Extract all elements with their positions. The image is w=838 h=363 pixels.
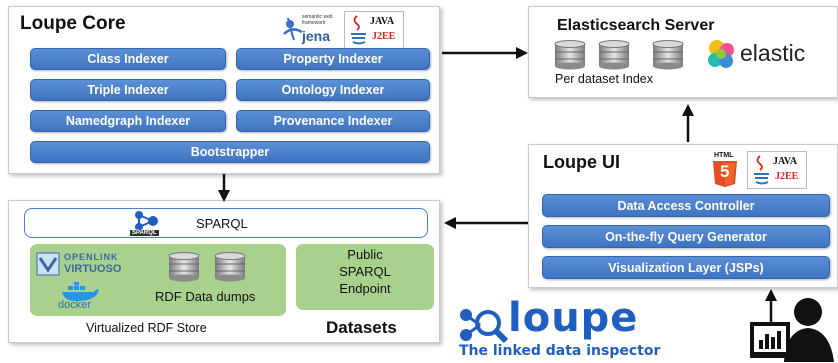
- loupe-tagline: The linked data inspector: [459, 343, 661, 359]
- rdf-dump-database-icon-2: [214, 252, 246, 282]
- j2ee-label-ui: J2EE: [775, 171, 799, 182]
- java-cup-icon: [754, 155, 769, 185]
- sparql-node-icon: [135, 211, 158, 231]
- virtualized-rdf-store-caption: Virtualized RDF Store: [86, 321, 207, 335]
- sparql-logo-text: SPARQL: [130, 230, 159, 236]
- rdf-dump-database-icon-1: [168, 252, 200, 282]
- java-logo-ui: JAVA J2EE: [747, 151, 807, 189]
- provenance-indexer-button[interactable]: Provenance Indexer: [236, 110, 430, 132]
- docker-logo: docker: [54, 282, 114, 312]
- html5-shield-icon: [713, 161, 737, 187]
- namedgraph-indexer-button[interactable]: Namedgraph Indexer: [30, 110, 226, 132]
- jena-feather-icon: [283, 17, 303, 41]
- rdf-data-dumps-label: RDF Data dumps: [155, 289, 256, 304]
- virtuoso-logo: OPENLINK VIRTUOSO: [36, 252, 146, 278]
- magnifier-molecule-icon: [460, 309, 509, 344]
- html5-logo: HTML 5: [712, 152, 740, 188]
- html5-label: HTML: [714, 152, 734, 159]
- jena-tagline: semantic web framework: [302, 14, 333, 26]
- loupe-wordmark: loupe: [508, 295, 639, 341]
- docker-label: docker: [58, 299, 92, 311]
- elastic-logo-icon: [708, 40, 734, 68]
- user-computer-icon: [750, 298, 834, 362]
- bootstrapper-button[interactable]: Bootstrapper: [30, 141, 430, 163]
- java-logo-core: JAVA J2EE: [344, 11, 404, 49]
- sparql-logo: SPARQL: [129, 209, 163, 238]
- java-label-ui: JAVA: [773, 156, 798, 167]
- index-database-icon-2: [598, 40, 630, 70]
- loupe-core-title: Loupe Core: [20, 13, 126, 34]
- elasticsearch-title: Elasticsearch Server: [557, 17, 715, 34]
- virtuoso-icon: [36, 252, 60, 276]
- data-access-controller-button[interactable]: Data Access Controller: [542, 194, 830, 217]
- public-sparql-endpoint-label: Public SPARQL Endpoint: [339, 247, 391, 296]
- virtuoso-label: VIRTUOSO: [64, 263, 122, 275]
- arrow-ui-to-datasets: [444, 217, 528, 229]
- jena-logo: semantic web framework jena: [280, 12, 338, 46]
- public-sparql-endpoint-box: [296, 244, 434, 310]
- arrow-ui-to-elastic: [682, 104, 694, 142]
- j2ee-label-core: J2EE: [372, 31, 396, 42]
- jena-label: jena: [302, 28, 331, 44]
- java-cup-icon: [351, 15, 366, 45]
- elastic-brand-label: elastic: [740, 40, 806, 66]
- arrow-core-to-datasets: [218, 174, 230, 202]
- index-database-icon-1: [554, 40, 586, 70]
- docker-whale-icon: [62, 282, 99, 301]
- triple-indexer-button[interactable]: Triple Indexer: [30, 79, 226, 101]
- query-generator-button[interactable]: On-the-fly Query Generator: [542, 225, 830, 248]
- ontology-indexer-button[interactable]: Ontology Indexer: [236, 79, 430, 101]
- visualization-layer-button[interactable]: Visualization Layer (JSPs): [542, 256, 830, 279]
- html5-number: 5: [720, 162, 730, 181]
- openlink-label: OPENLINK: [64, 252, 119, 262]
- arrow-core-to-elastic: [442, 47, 528, 59]
- index-database-icon-3: [652, 40, 684, 70]
- loupe-ui-title: Loupe UI: [543, 152, 620, 172]
- class-indexer-button[interactable]: Class Indexer: [30, 48, 226, 70]
- arrow-user-to-ui: [765, 289, 777, 326]
- java-label-core: JAVA: [370, 16, 395, 27]
- per-dataset-index-caption: Per dataset Index: [555, 72, 653, 86]
- property-indexer-button[interactable]: Property Indexer: [236, 48, 430, 70]
- datasets-title: Datasets: [326, 318, 397, 337]
- sparql-bar: [24, 208, 428, 238]
- sparql-label: SPARQL: [196, 216, 248, 231]
